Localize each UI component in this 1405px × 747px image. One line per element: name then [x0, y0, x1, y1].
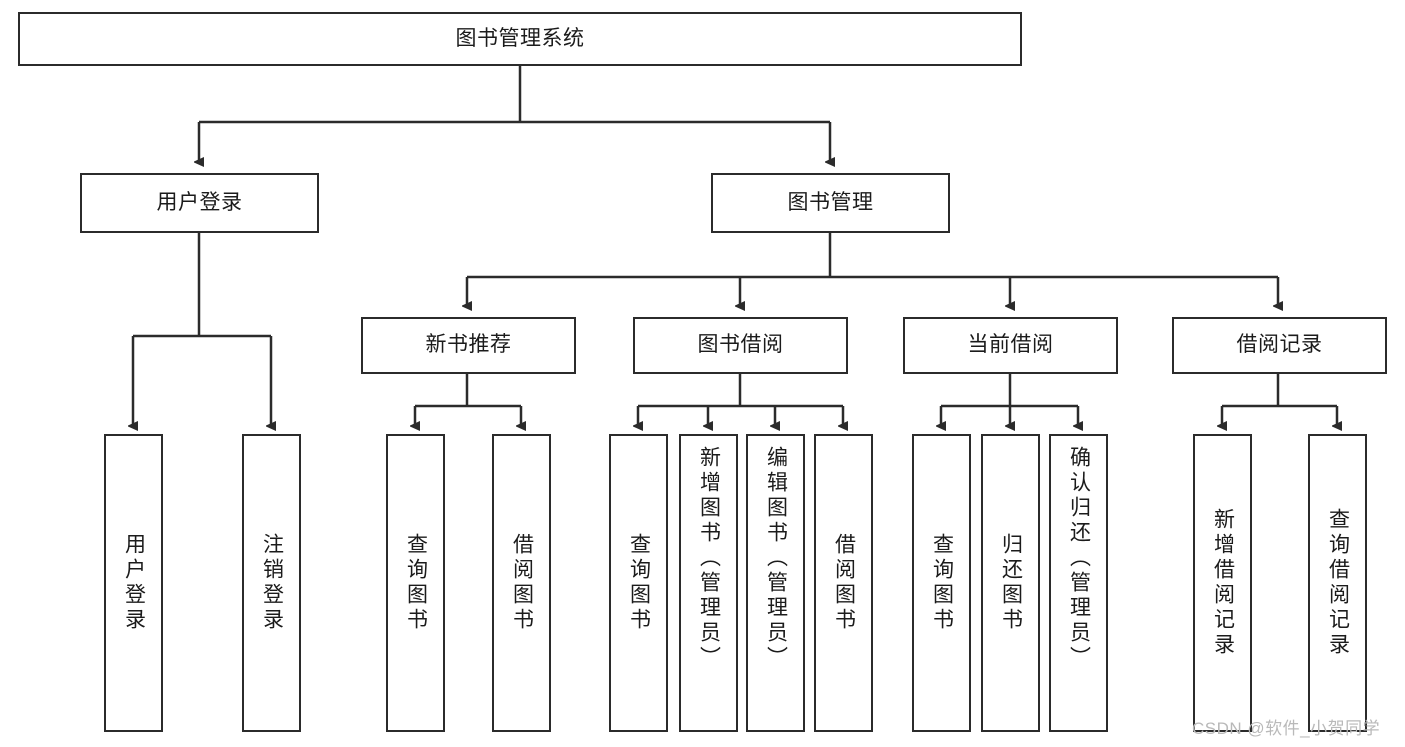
node-borrow-record[interactable]: 借阅记录: [1172, 317, 1387, 374]
node-new-book-recommend[interactable]: 新书推荐: [361, 317, 576, 374]
leaf-label: 新增图书（管理员）: [697, 446, 721, 671]
leaf-label: 新增借阅记录: [1211, 508, 1235, 658]
node-user-login-label: 用户登录: [156, 190, 243, 214]
leaf-record-query[interactable]: 查询借阅记录: [1308, 434, 1367, 732]
leaf-label: 查询图书: [627, 533, 651, 633]
leaf-borrow-borrow-book[interactable]: 借阅图书: [814, 434, 873, 732]
leaf-new-book-borrow[interactable]: 借阅图书: [492, 434, 551, 732]
leaf-current-query[interactable]: 查询图书: [912, 434, 971, 732]
node-current-borrow-label: 当前借阅: [967, 333, 1054, 357]
leaf-label: 确认归还（管理员）: [1067, 446, 1091, 671]
leaf-record-add[interactable]: 新增借阅记录: [1193, 434, 1252, 732]
leaf-borrow-add-book[interactable]: 新增图书（管理员）: [679, 434, 738, 732]
leaf-label: 查询图书: [930, 533, 954, 633]
leaf-label: 查询借阅记录: [1326, 508, 1350, 658]
node-book-borrow-label: 图书借阅: [697, 333, 784, 357]
leaf-user-login-logout[interactable]: 注销登录: [242, 434, 301, 732]
leaf-label: 用户登录: [122, 533, 146, 633]
node-current-borrow[interactable]: 当前借阅: [903, 317, 1118, 374]
leaf-current-confirm-return[interactable]: 确认归还（管理员）: [1049, 434, 1108, 732]
node-book-management[interactable]: 图书管理: [711, 173, 950, 233]
leaf-borrow-query[interactable]: 查询图书: [609, 434, 668, 732]
node-book-management-label: 图书管理: [787, 190, 874, 214]
node-book-borrow[interactable]: 图书借阅: [633, 317, 848, 374]
leaf-label: 注销登录: [260, 533, 284, 633]
leaf-label: 借阅图书: [832, 533, 856, 633]
leaf-user-login-login[interactable]: 用户登录: [104, 434, 163, 732]
node-user-login[interactable]: 用户登录: [80, 173, 319, 233]
leaf-label: 编辑图书（管理员）: [764, 446, 788, 671]
node-new-book-recommend-label: 新书推荐: [425, 333, 512, 357]
leaf-label: 归还图书: [999, 533, 1023, 633]
node-root[interactable]: 图书管理系统: [18, 12, 1022, 66]
node-borrow-record-label: 借阅记录: [1236, 333, 1323, 357]
node-root-label: 图书管理系统: [455, 26, 585, 50]
leaf-label: 借阅图书: [510, 533, 534, 633]
leaf-current-return[interactable]: 归还图书: [981, 434, 1040, 732]
leaf-borrow-edit-book[interactable]: 编辑图书（管理员）: [746, 434, 805, 732]
leaf-new-book-query[interactable]: 查询图书: [386, 434, 445, 732]
leaf-label: 查询图书: [404, 533, 428, 633]
